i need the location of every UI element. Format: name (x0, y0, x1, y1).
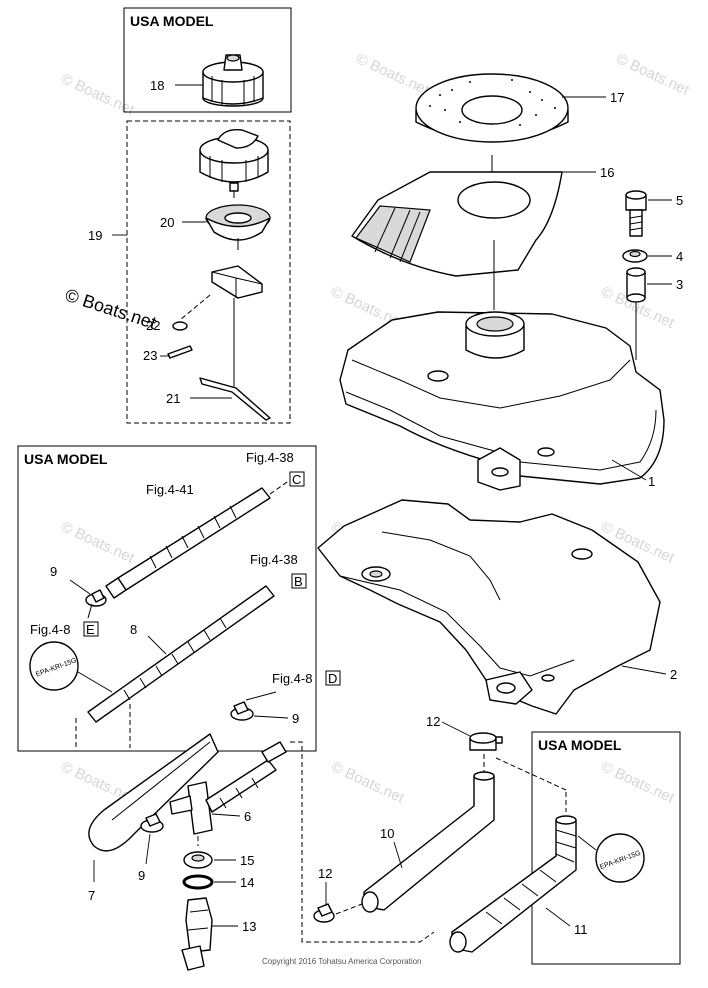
fuel-cap-usa (202, 54, 264, 107)
part-number-20: 20 (160, 215, 174, 230)
figure-ref-4-41: Fig.4-41 (146, 482, 194, 497)
part-number-1: 1 (648, 474, 655, 489)
part-number-23: 23 (143, 348, 157, 363)
fuel-joint-connector (169, 741, 287, 835)
part-number-5: 5 (676, 193, 683, 208)
part-number-22: 22 (146, 318, 160, 333)
part-number-3: 3 (676, 277, 683, 292)
fuel-hose-elbow (361, 771, 495, 913)
part-number-21: 21 (166, 391, 180, 406)
hose-clamp-upper (85, 589, 107, 607)
fuel-cap-vented (199, 129, 269, 198)
part-number-11: 11 (574, 922, 588, 937)
washer-22 (172, 321, 188, 331)
part-number-15: 15 (240, 853, 254, 868)
part-19-assembly: 19 20 21 (63, 120, 291, 424)
watermark: © Boats.net (328, 758, 407, 807)
part-number-2: 2 (670, 667, 677, 682)
figure-ref-4-38: Fig.4-38 (246, 450, 294, 465)
usa-model-label: USA MODEL (24, 451, 108, 467)
washer (622, 249, 648, 263)
fuel-connector (181, 897, 213, 971)
part-number-10: 10 (380, 826, 394, 841)
reference-letter-e: E (86, 622, 95, 637)
hose-clamp-bottom (313, 903, 335, 923)
hose-clamp-lower (140, 813, 164, 833)
copyright-notice: Copyright 2016 Tohatsu America Corporati… (262, 957, 422, 966)
part-number-9: 9 (50, 564, 57, 579)
watermark: © Boats.net (353, 50, 432, 99)
collar (626, 267, 646, 303)
figure-ref-4-38: Fig.4-38 (250, 552, 298, 567)
usa-model-label: USA MODEL (130, 13, 214, 29)
tank-decal-sheet (351, 171, 563, 277)
watermark: © Boats.net (613, 50, 692, 99)
part-number-4: 4 (676, 249, 683, 264)
braided-fuel-hose-upper (105, 479, 291, 599)
part-number-12: 12 (318, 866, 332, 881)
hose-clamp-tank (469, 732, 503, 751)
braided-fuel-hose-elbow (449, 815, 577, 953)
braided-fuel-hose (87, 585, 275, 723)
watermark: © Boats.net (598, 758, 677, 807)
part-number-14: 14 (240, 875, 254, 890)
watermark: © Boats.net (58, 518, 137, 567)
part-number-6: 6 (244, 809, 251, 824)
cushion-pad (415, 73, 569, 143)
figure-ref-4-8-e: Fig.4-8 (30, 622, 70, 637)
part-number-18: 18 (150, 78, 164, 93)
reference-letter-c: C (292, 472, 301, 487)
reference-letter-d: D (328, 671, 337, 686)
part-number-7: 7 (88, 888, 95, 903)
usa-model-hose-box: USA MODEL Fig.4-38 C Fig.4-41 9 Fig.4-8 … (17, 445, 341, 752)
part-number-16: 16 (600, 165, 614, 180)
cap-gasket (205, 204, 271, 250)
part-number-12: 12 (426, 714, 440, 729)
part-number-9: 9 (138, 868, 145, 883)
figure-ref-4-8-d: Fig.4-8 (272, 671, 312, 686)
part-number-13: 13 (242, 919, 256, 934)
cotter-pin-23 (167, 345, 193, 359)
o-ring (182, 874, 214, 890)
fuel-gauge-float (199, 265, 271, 421)
epa-stamp-right (595, 833, 645, 883)
part-number-8: 8 (130, 622, 137, 637)
tank-bracket (317, 499, 661, 715)
part-number-17: 17 (610, 90, 624, 105)
usa-model-cap-box: USA MODEL 18 (123, 7, 292, 113)
fuel-tank (339, 311, 665, 491)
reference-letter-b: B (294, 574, 303, 589)
usa-model-braided-box: USA MODEL EPA-KRI-15G 11 (449, 731, 681, 965)
hose-clamp-middle (230, 701, 254, 721)
part-number-9: 9 (292, 711, 299, 726)
epa-stamp-left: EPA-KRI-15G (29, 641, 113, 693)
part-number-19: 19 (88, 228, 102, 243)
bolt (625, 190, 647, 237)
usa-model-label: USA MODEL (538, 737, 622, 753)
joint-gasket (183, 851, 213, 869)
watermark-main: © Boats.net (63, 285, 159, 333)
fuel-hose-curved (88, 733, 219, 852)
